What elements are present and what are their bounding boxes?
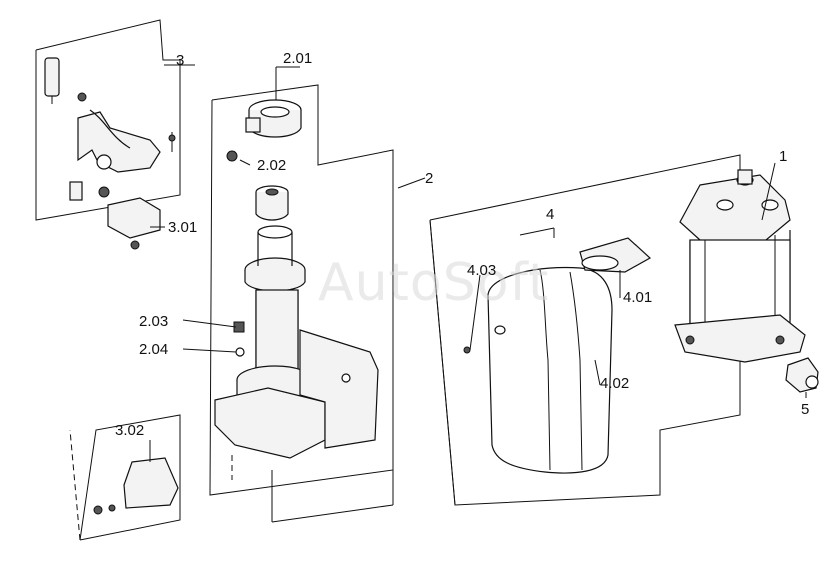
label-4-03: 4.03 xyxy=(467,262,496,279)
group-3-outline xyxy=(35,19,181,541)
group-4-outline xyxy=(429,154,741,506)
leader-lines xyxy=(149,64,807,462)
group-2-outline xyxy=(209,84,394,523)
part-4-reservoir xyxy=(463,237,652,474)
part-5-fitting xyxy=(785,357,819,393)
watermark-text: AutoSoft xyxy=(318,253,549,313)
label-3-02: 3.02 xyxy=(115,422,144,439)
part-2-column xyxy=(214,99,379,459)
label-4-02: 4.02 xyxy=(600,375,629,392)
label-3: 3 xyxy=(176,52,184,69)
label-2-02: 2.02 xyxy=(257,157,286,174)
label-5: 5 xyxy=(801,401,809,418)
part-1-cylinder xyxy=(674,169,806,363)
label-4-01: 4.01 xyxy=(623,289,652,306)
label-2-03: 2.03 xyxy=(139,313,168,330)
label-2: 2 xyxy=(425,170,433,187)
label-3-01: 3.01 xyxy=(168,219,197,236)
label-1: 1 xyxy=(779,148,787,165)
label-4: 4 xyxy=(546,206,554,223)
label-2-01: 2.01 xyxy=(283,50,312,67)
part-3-bracket xyxy=(44,57,176,250)
part-3-02-bracket xyxy=(93,457,179,515)
label-2-04: 2.04 xyxy=(139,341,168,358)
